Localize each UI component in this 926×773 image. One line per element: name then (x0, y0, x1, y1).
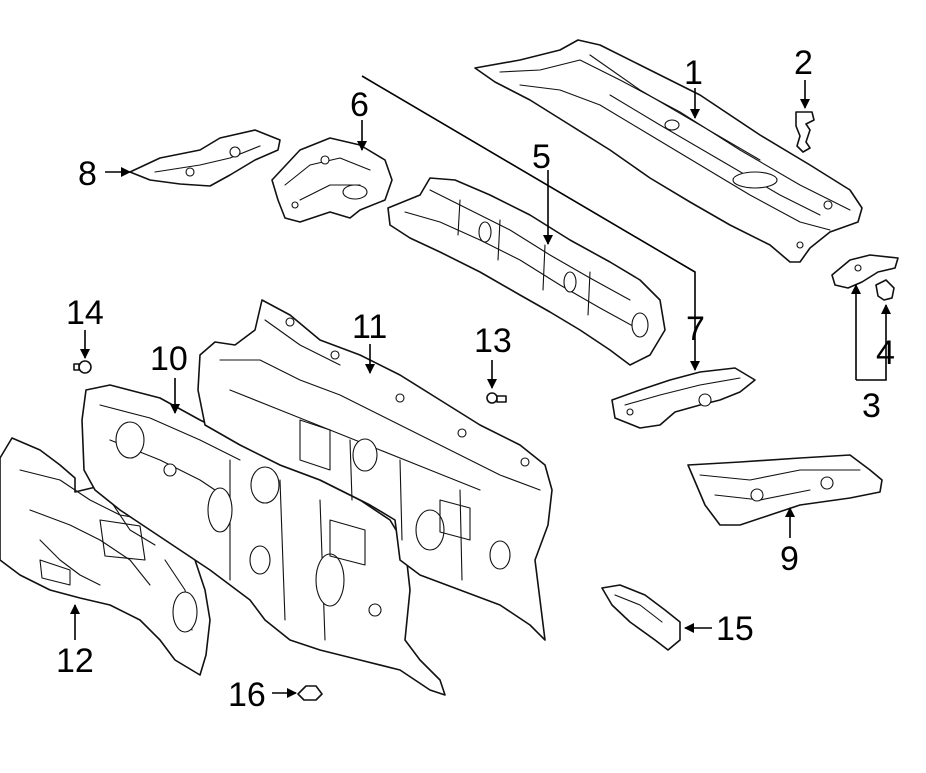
part-16-grommet (297, 685, 323, 701)
callout-16: 16 (228, 676, 266, 714)
part-4-bolt (875, 279, 895, 301)
callout-11: 11 (352, 308, 387, 346)
part-5-cowl-lower (387, 177, 666, 366)
callout-12: 12 (56, 642, 94, 680)
part-10-insulator (81, 384, 446, 696)
callout-3: 3 (862, 387, 881, 425)
part-13-clip (486, 392, 507, 404)
part-14-clip (73, 360, 92, 374)
part-8-bracket (129, 129, 281, 187)
callout-labels: 1 2 3 4 5 6 7 8 9 10 11 12 13 14 15 16 (56, 44, 895, 714)
callout-9: 9 (780, 540, 799, 578)
callout-14: 14 (66, 294, 104, 332)
part-11-dash-panel (197, 299, 553, 641)
part-6-bracket (271, 137, 393, 223)
callout-4: 4 (876, 334, 895, 372)
callout-5: 5 (532, 138, 551, 176)
part-15-bracket (601, 584, 681, 651)
callout-6: 6 (350, 86, 369, 124)
part-7-bracket (611, 367, 756, 429)
callout-2: 2 (794, 44, 813, 82)
part-2-fastener (795, 111, 815, 153)
callout-15: 15 (716, 610, 754, 648)
part-12-insulator (0, 437, 211, 676)
callout-8: 8 (78, 155, 97, 193)
callout-1: 1 (684, 54, 703, 92)
part-1-cowl-top (474, 39, 863, 263)
callout-7: 7 (686, 310, 705, 348)
leader-lines (70, 75, 891, 698)
part-9-bracket (687, 454, 883, 526)
callout-10: 10 (150, 340, 188, 378)
callout-13: 13 (474, 322, 512, 360)
part-3-bracket (831, 254, 899, 289)
